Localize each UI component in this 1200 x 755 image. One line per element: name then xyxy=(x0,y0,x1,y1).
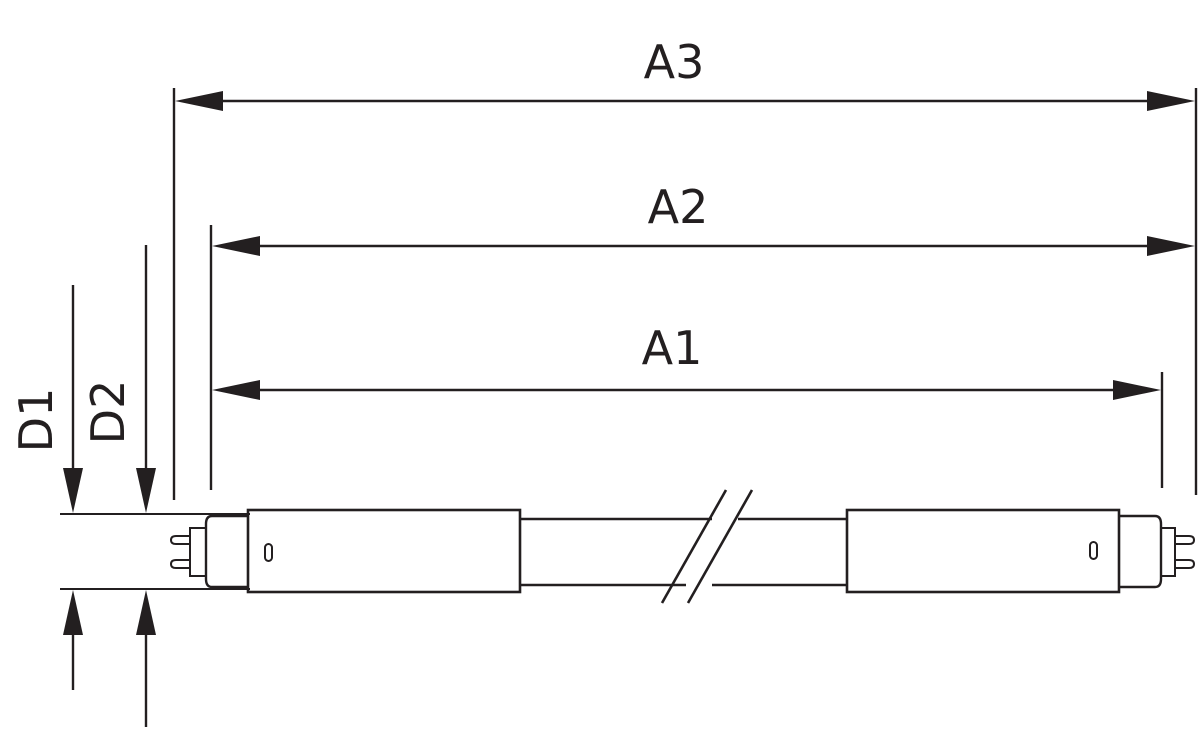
d2-arrow-top xyxy=(136,468,156,513)
a3-arrow-left xyxy=(175,91,223,111)
d1-arrow-bottom xyxy=(63,590,83,635)
right-indicator-slot xyxy=(1089,541,1098,560)
a2-label: A2 xyxy=(648,180,709,234)
lamp-tube xyxy=(169,489,1196,604)
a3-label: A3 xyxy=(644,35,705,89)
a3-dimension: A3 xyxy=(175,35,1195,111)
a1-arrow-right xyxy=(1113,380,1161,400)
a2-dimension: A2 xyxy=(212,180,1195,256)
right-end-cap xyxy=(1119,514,1163,589)
left-end-cap xyxy=(204,514,248,589)
break-mark-left xyxy=(660,489,728,604)
a1-arrow-left xyxy=(212,380,260,400)
d1-arrow-top xyxy=(63,468,83,513)
right-cap-base xyxy=(1160,527,1176,577)
a1-label: A1 xyxy=(642,321,703,375)
right-pins xyxy=(1175,535,1196,569)
d2-arrow-bottom xyxy=(136,590,156,635)
break-mark-right xyxy=(686,489,754,604)
a2-arrow-left xyxy=(212,236,260,256)
left-cap-base xyxy=(189,527,207,577)
a3-arrow-right xyxy=(1147,91,1195,111)
left-body-section xyxy=(246,508,522,594)
left-indicator-slot xyxy=(264,543,273,562)
d2-label: D2 xyxy=(81,380,135,445)
right-body-section xyxy=(845,508,1121,594)
a2-arrow-right xyxy=(1147,236,1195,256)
d1-label: D1 xyxy=(9,388,63,453)
d2-dimension: D2 xyxy=(81,245,156,727)
a1-dimension: A1 xyxy=(212,321,1161,400)
left-pins xyxy=(169,535,190,569)
d1-dimension: D1 xyxy=(9,285,83,690)
